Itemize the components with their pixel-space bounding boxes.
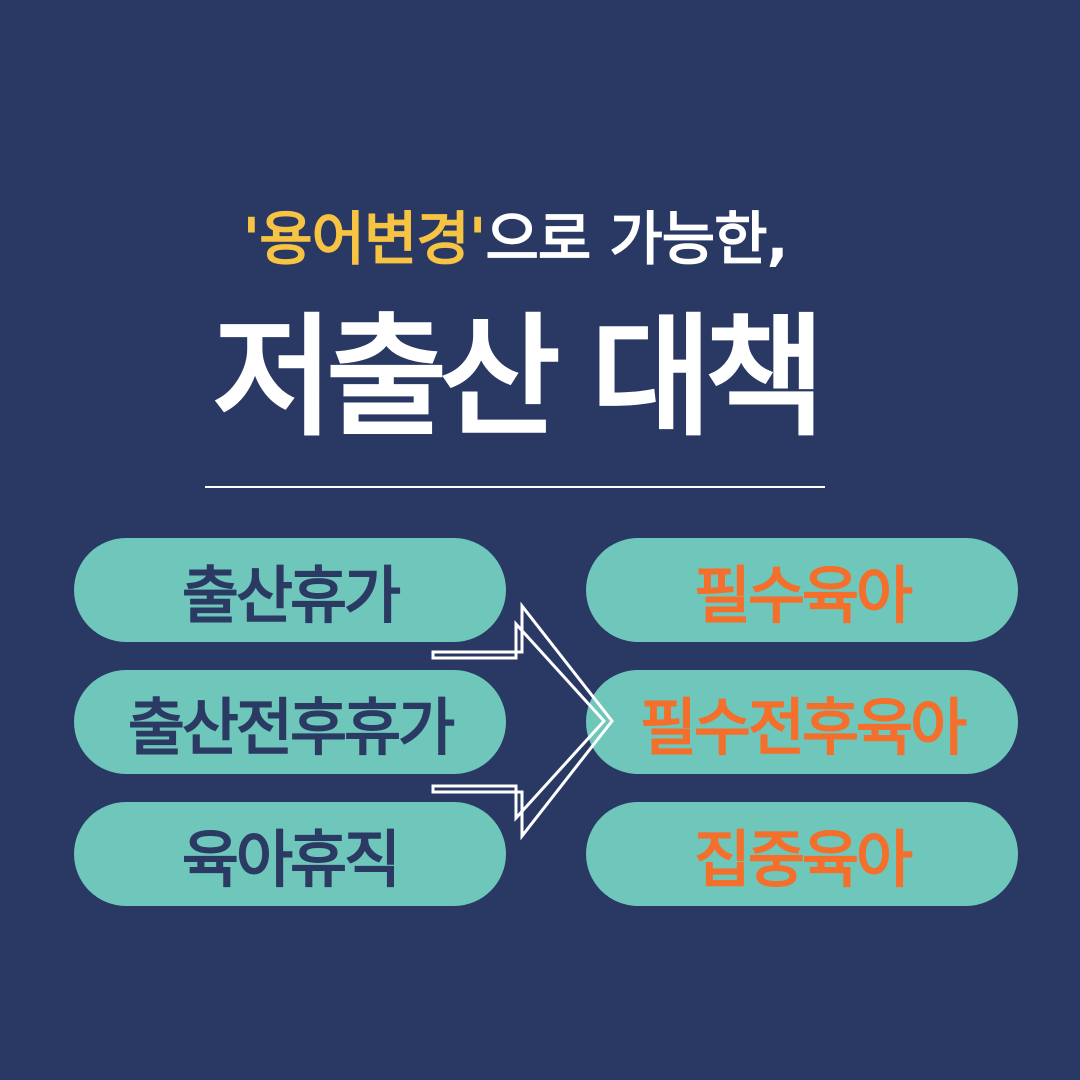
after-term-essential-prenatal-postnatal-childcare: 필수전후육아 xyxy=(586,670,1018,774)
subtitle-rest: 으로 가능한, xyxy=(485,205,788,273)
after-term-intensive-childcare: 집중육아 xyxy=(586,802,1018,906)
before-term-parental-leave: 육아휴직 xyxy=(74,802,506,906)
before-term-prenatal-postnatal-leave: 출산전후휴가 xyxy=(74,670,506,774)
subtitle-highlight: '용어변경' xyxy=(242,205,487,273)
subtitle: '용어변경'으로 가능한, xyxy=(0,192,1030,276)
after-term-essential-childcare: 필수육아 xyxy=(586,538,1018,642)
before-term-maternity-leave: 출산휴가 xyxy=(74,538,506,642)
divider xyxy=(205,486,825,488)
page-title: 저출산 대책 xyxy=(212,301,825,455)
